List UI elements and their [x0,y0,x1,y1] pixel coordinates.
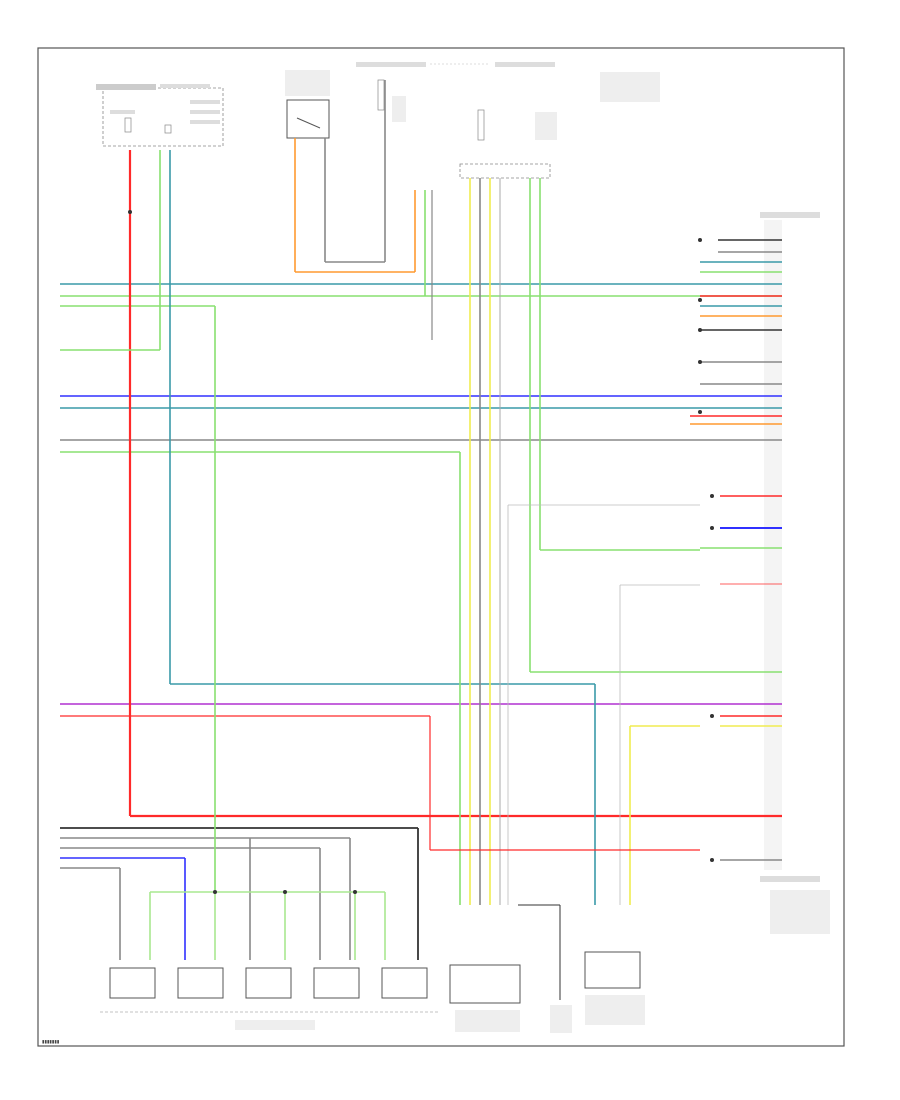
fuel-injectors [100,967,440,1030]
top-center-fuse-block [356,62,660,179]
throttle-body-module [449,964,521,1032]
right-wire-stubs [690,239,782,861]
vertical-wires [60,80,782,1000]
diagram-footer: ▮▮▮▮▮▮▮ [42,1040,60,1045]
top-relay-switch [285,70,330,139]
junction-dots [128,210,714,894]
horizontal-wires [60,283,782,869]
diagram-border [37,47,845,1047]
ground-point-bottom [550,1005,572,1033]
top-left-fuse-block [96,84,224,147]
fuel-sensor [584,951,645,1025]
ecm-connector-pin-column [760,212,830,934]
